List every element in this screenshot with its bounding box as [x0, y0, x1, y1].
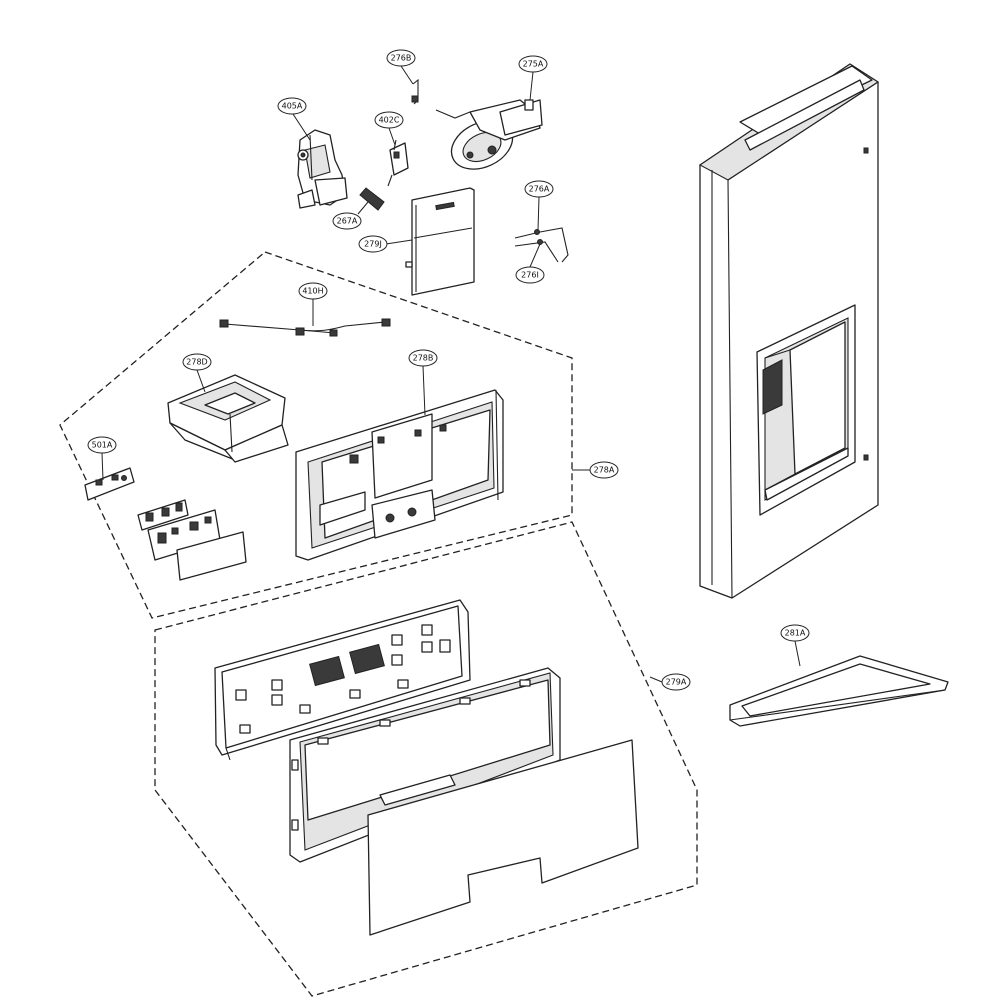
part-278B-frame [295, 389, 504, 561]
label-278A: 278A [594, 466, 615, 475]
callout-279J: 279J [358, 235, 388, 253]
part-279J-cover [405, 187, 475, 296]
door-assembly [698, 63, 880, 599]
callout-405A: 405A [277, 97, 307, 115]
label-279A: 279A [666, 678, 687, 687]
part-402C-switch [387, 139, 409, 187]
part-control-pcb [137, 499, 247, 581]
part-275A-motor [435, 99, 543, 170]
part-281A-drip-tray [729, 655, 949, 727]
callout-276B: 276B [386, 49, 416, 67]
group-278A-boundary [59, 251, 573, 619]
callout-281A: 281A [780, 624, 810, 642]
callout-leaders [101, 65, 801, 683]
callout-278D: 278D [182, 353, 212, 371]
callout-278B: 278B [408, 349, 438, 367]
part-276A-spring [514, 227, 569, 263]
part-405A-actuator [297, 129, 348, 209]
label-410H: 410H [302, 287, 323, 296]
label-501A: 501A [92, 441, 113, 450]
callout-276I: 276I [515, 266, 545, 284]
part-279A-display-board [214, 599, 471, 761]
label-276A: 276A [529, 185, 550, 194]
group-279A-boundary [154, 521, 698, 997]
callout-279A: 279A [661, 673, 691, 691]
callout-275A: 275A [518, 55, 548, 73]
callout-267A: 267A [332, 212, 362, 230]
label-279J: 279J [364, 240, 382, 249]
part-267A-block [359, 187, 385, 211]
callout-278A: 278A [589, 461, 619, 479]
label-278D: 278D [186, 358, 207, 367]
callout-402C: 402C [374, 111, 404, 129]
callout-276A: 276A [524, 180, 554, 198]
label-267A: 267A [337, 217, 358, 226]
label-405A: 405A [282, 102, 303, 111]
part-501A-pcb [84, 467, 135, 501]
part-276B-clip [411, 78, 419, 105]
label-281A: 281A [785, 629, 806, 638]
label-278B: 278B [413, 354, 434, 363]
callout-410H: 410H [298, 282, 328, 300]
label-275A: 275A [523, 60, 544, 69]
label-402C: 402C [379, 116, 400, 125]
label-276B: 276B [391, 54, 412, 63]
callout-501A: 501A [87, 436, 117, 454]
part-front-cover [367, 739, 639, 936]
part-410H-harness [219, 318, 391, 337]
part-display-bezel [289, 667, 561, 863]
label-276I: 276I [521, 271, 539, 280]
part-278D-funnel [167, 374, 289, 463]
